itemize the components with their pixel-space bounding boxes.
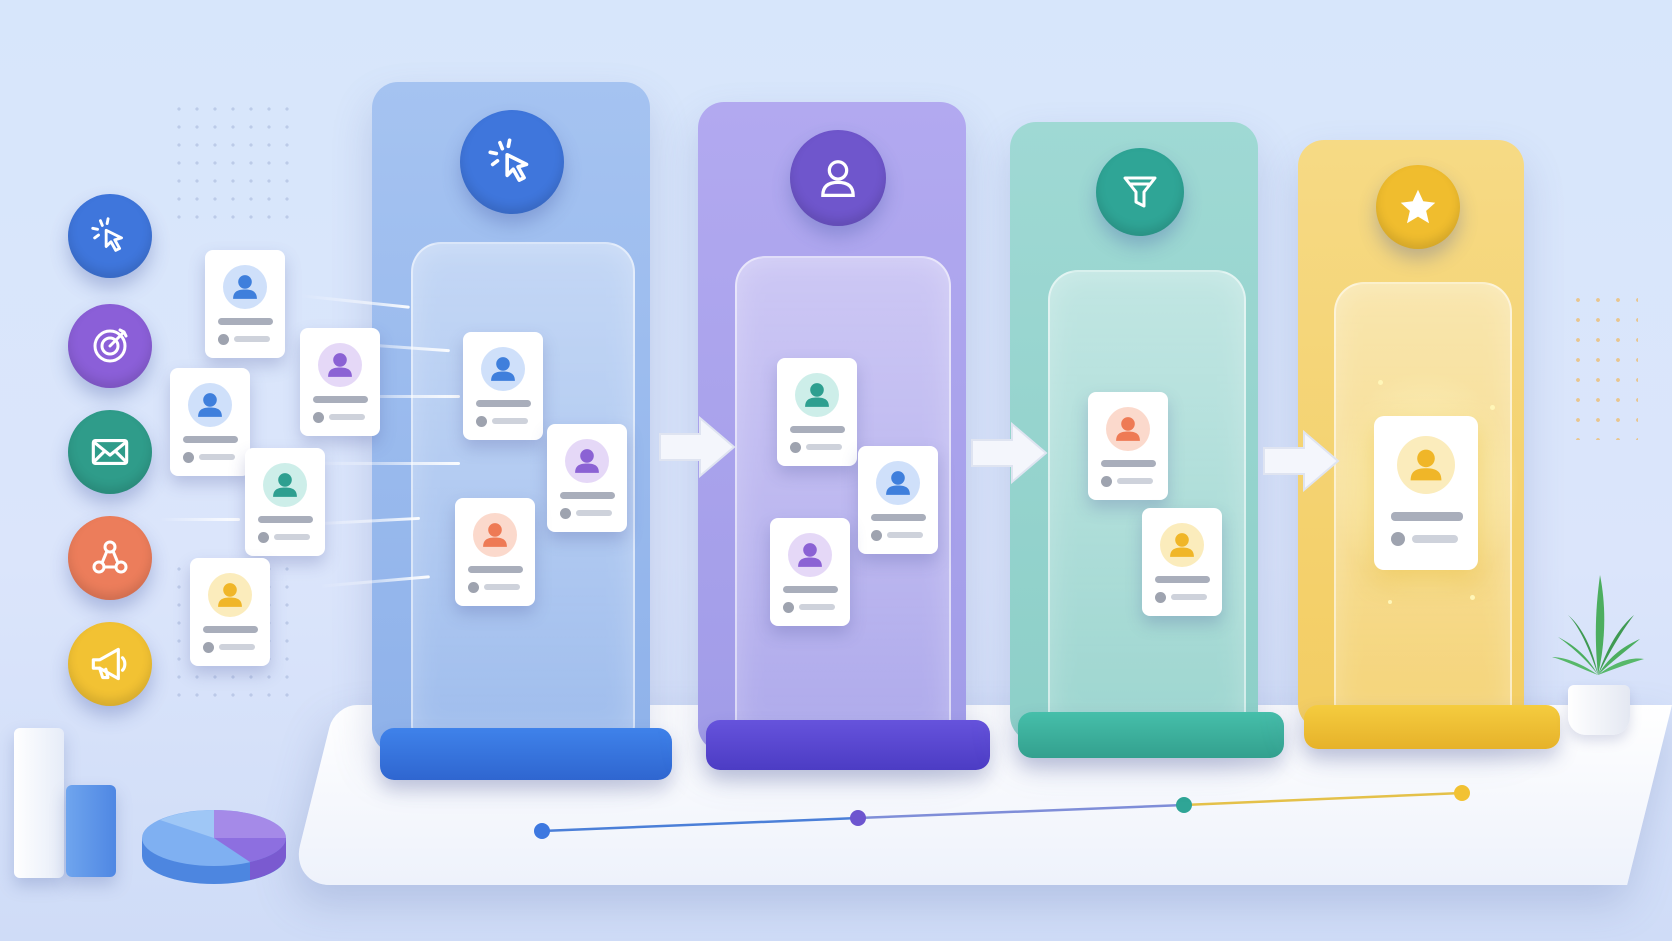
stage-2-base: [706, 720, 990, 770]
lead-card: [245, 448, 325, 556]
pie-chart-decoration: [142, 810, 286, 884]
plant-decoration: [1548, 565, 1648, 735]
dot-pattern-right: [1568, 290, 1638, 440]
source-megaphone-icon: [68, 622, 152, 706]
lead-card: [300, 328, 380, 436]
bar-chart-decoration: [14, 728, 64, 878]
arrow-right-icon-2: [971, 421, 1048, 485]
lead-card: [858, 446, 938, 554]
qualified-lead-card: [1374, 416, 1478, 570]
stage-2-user-icon: [790, 130, 886, 226]
dot-pattern-left: [170, 100, 300, 220]
arrow-right-icon-3: [1263, 429, 1340, 493]
sparkle: [1378, 380, 1383, 385]
lead-card: [547, 424, 627, 532]
stage-3-funnel-icon: [1096, 148, 1184, 236]
lead-card: [190, 558, 270, 666]
lead-card: [1088, 392, 1168, 500]
timeline-dot-2: [850, 810, 866, 826]
timeline-dot-4: [1454, 785, 1470, 801]
sparkle: [1490, 405, 1495, 410]
stage-4-star-icon: [1376, 165, 1460, 249]
lead-card: [770, 518, 850, 626]
lead-card: [463, 332, 543, 440]
arrow-right-icon-1: [659, 415, 736, 479]
lead-card: [170, 368, 250, 476]
timeline-dot-3: [1176, 797, 1192, 813]
timeline-dot-1: [534, 823, 550, 839]
source-mail-icon: [68, 410, 152, 494]
source-share-network-icon: [68, 516, 152, 600]
bar-chart-decoration: [66, 785, 116, 877]
lead-card: [1142, 508, 1222, 616]
stage-3-base: [1018, 712, 1284, 758]
source-target-icon: [68, 304, 152, 388]
plant-pot: [1568, 685, 1630, 735]
stage-4-base: [1304, 705, 1560, 749]
lead-card: [455, 498, 535, 606]
stage-1-cursor-icon: [460, 110, 564, 214]
sparkle: [1388, 600, 1392, 604]
source-cursor-icon: [68, 194, 152, 278]
stage-1-base: [380, 728, 672, 780]
lead-card: [777, 358, 857, 466]
lead-card: [205, 250, 285, 358]
sparkle: [1470, 595, 1475, 600]
